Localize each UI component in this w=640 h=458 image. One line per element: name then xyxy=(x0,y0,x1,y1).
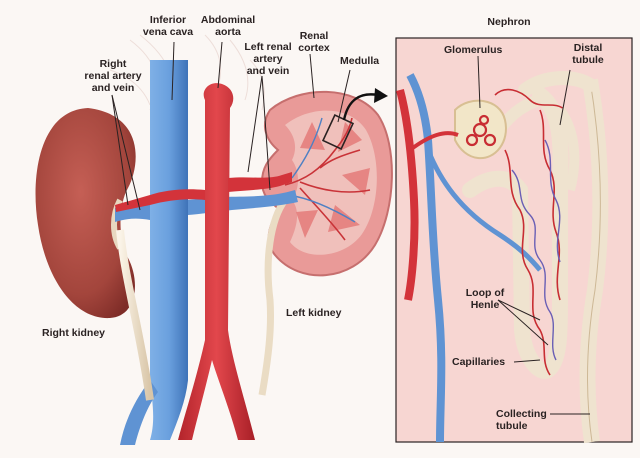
label-loop-of-henle: Loop of Henle xyxy=(465,287,505,311)
label-capillaries: Capillaries xyxy=(452,356,506,368)
label-medulla: Medulla xyxy=(340,55,380,67)
label-renal-cortex: Renal cortex xyxy=(298,30,330,54)
leader-lines xyxy=(111,41,590,415)
label-distal-tubule: Distal tubule xyxy=(572,42,604,66)
abdominal-aorta xyxy=(115,83,292,440)
left-kidney xyxy=(258,90,393,396)
vena-cava xyxy=(115,60,298,445)
label-collecting-tubule: Collecting tubule xyxy=(496,408,547,432)
label-right-kidney: Right kidney xyxy=(42,327,106,339)
label-inferior-vena-cava: Inferior vena cava xyxy=(142,14,194,38)
nephron-panel xyxy=(395,37,633,444)
label-right-renal-artery-vein: Right renal artery and vein xyxy=(84,58,142,94)
label-nephron: Nephron xyxy=(487,16,531,28)
label-left-kidney: Left kidney xyxy=(286,307,342,319)
callout-arrow xyxy=(374,88,388,103)
label-glomerulus: Glomerulus xyxy=(444,44,503,56)
label-abdominal-aorta: Abdominal aorta xyxy=(200,14,256,38)
ureters xyxy=(116,229,154,401)
label-left-renal-artery-vein: Left renal artery and vein xyxy=(244,41,292,77)
